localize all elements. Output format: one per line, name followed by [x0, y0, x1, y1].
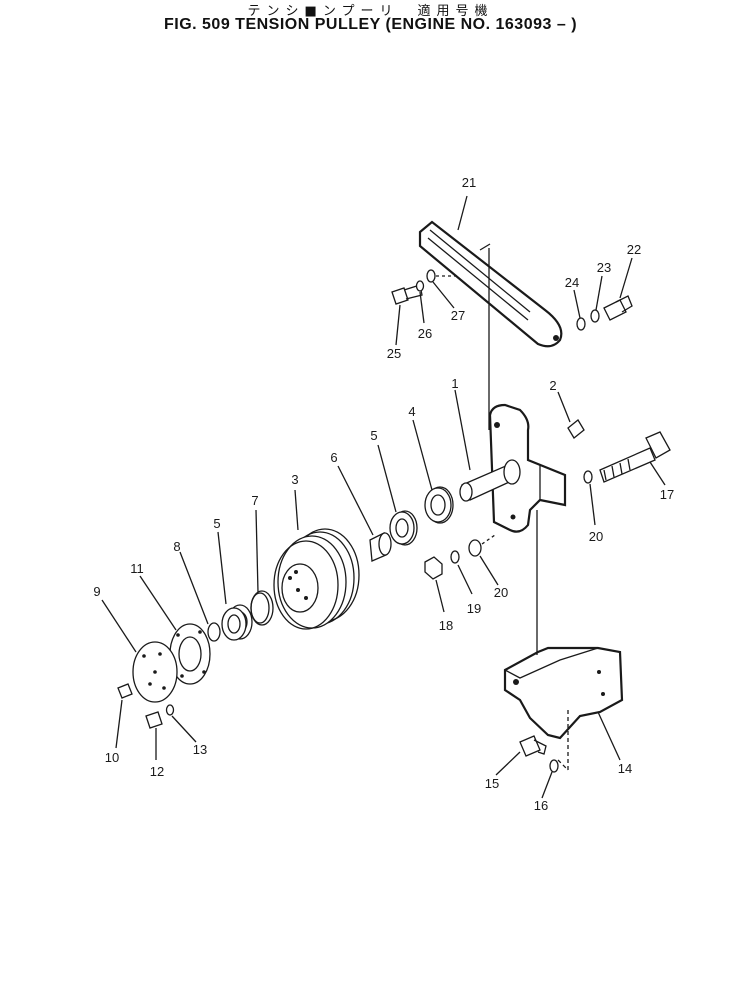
bearing-part-5-upper: [377, 444, 418, 546]
bolt-part-12: [145, 711, 163, 760]
tension-arm-part-21: [418, 195, 563, 348]
pulley-part-3: [273, 489, 360, 630]
callout-17: 17: [660, 487, 674, 502]
callout-4: 4: [408, 404, 415, 419]
callout-24: 24: [565, 275, 579, 290]
figure-title: FIG. 509 TENSION PULLEY (ENGINE NO. 1630…: [163, 16, 578, 33]
bolt-part-22: [603, 257, 633, 321]
bracket-part-1: [454, 389, 567, 533]
callout-5-lower: 5: [213, 516, 220, 531]
callout-20-lower: 20: [494, 585, 508, 600]
callout-14: 14: [618, 761, 632, 776]
nut-part-18: [424, 556, 443, 580]
gasket-part-11: [139, 575, 211, 685]
callout-25: 25: [387, 346, 401, 361]
callout-22: 22: [627, 242, 641, 257]
callout-23: 23: [597, 260, 611, 275]
callout-7: 7: [251, 493, 258, 508]
washer-part-16: [549, 759, 559, 773]
callout-19: 19: [467, 601, 481, 616]
cover-part-9: [101, 599, 178, 703]
washer-part-27: [426, 269, 436, 283]
bearing-part-5-lower: [217, 531, 253, 641]
callout-26: 26: [418, 326, 432, 341]
callout-labels: 1 2 3 4 5 5 6 7 8 9 10 11 12 13 14 15 16…: [93, 175, 674, 813]
washer-part-20-lower: [468, 539, 482, 557]
washer-part-23: [590, 309, 600, 323]
callout-12: 12: [150, 764, 164, 779]
callout-13: 13: [193, 742, 207, 757]
bearing-part-4: [412, 419, 454, 524]
callout-15: 15: [485, 776, 499, 791]
callout-18: 18: [439, 618, 453, 633]
lock-washer-part-19: [450, 550, 460, 564]
snap-ring-part-8: [179, 551, 221, 642]
callout-5-upper: 5: [370, 428, 377, 443]
callout-1: 1: [451, 376, 458, 391]
grease-nipple-part-2: [557, 391, 585, 439]
japanese-title: テンシ■ンプーリ 適用号機: [247, 4, 494, 19]
snap-ring-part-7: [250, 509, 274, 626]
bolt-part-17: [599, 431, 671, 486]
washer-part-13: [165, 704, 175, 716]
plug-part-10: [115, 683, 133, 749]
washer-part-20-upper: [583, 470, 593, 484]
callout-2: 2: [549, 378, 556, 393]
bolt-part-15: [495, 735, 547, 776]
callout-11: 11: [130, 561, 144, 576]
callout-10: 10: [105, 750, 119, 765]
callout-9: 9: [93, 584, 100, 599]
callout-16: 16: [534, 798, 548, 813]
washer-part-24: [576, 317, 586, 331]
callout-21: 21: [462, 175, 476, 190]
spacer-part-6: [337, 465, 392, 562]
callout-6: 6: [330, 450, 337, 465]
callout-3: 3: [291, 472, 298, 487]
callout-27: 27: [451, 308, 465, 323]
callout-8: 8: [173, 539, 180, 554]
mounting-bracket-part-14: [503, 510, 624, 771]
callout-20-upper: 20: [589, 529, 603, 544]
washer-part-26: [415, 280, 425, 292]
